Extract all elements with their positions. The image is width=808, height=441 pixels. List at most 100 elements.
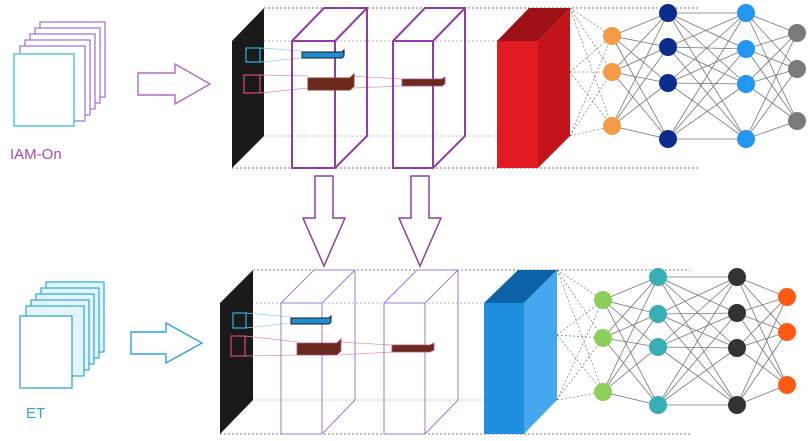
top-layer-1-node [603,63,621,81]
bottom-layer-3-node [728,339,746,357]
edge [602,276,659,301]
edge [667,83,747,140]
top-network-edges [569,7,798,140]
bottom-layer-2-node [649,338,667,356]
top-feature-cyan-1 [301,48,345,59]
bottom-layer-2-node [649,268,667,286]
edge [569,125,613,137]
edge [602,276,659,393]
top-layer-2-node [659,4,677,22]
edge [611,12,669,73]
bottom-layer-4-node [778,323,796,341]
edge [745,32,798,85]
edge [667,12,747,140]
top-layer-4-node [788,60,806,78]
bottom-dense-block [484,270,557,434]
edge [736,347,788,386]
top-network-nodes [603,4,806,148]
edge [611,46,669,73]
edge [569,7,613,127]
edge [611,46,669,127]
edge [667,48,747,84]
edge [611,35,669,140]
edge [667,12,747,48]
edge [602,346,659,393]
edge [556,337,604,401]
bottom-layer-2-node [649,396,667,414]
edge [736,276,788,333]
edge [736,312,788,386]
edge [667,46,747,85]
bottom-conv-block-1 [280,269,356,435]
bottom-layer-4-node [778,376,796,394]
edge [611,71,669,140]
bottom-layer-2-node [649,305,667,323]
edge [745,12,798,34]
edge [556,334,604,393]
bottom-feature-brown-1 [296,338,342,356]
top-layer-2-node [659,74,677,92]
top-document-stack-icon [13,21,106,127]
edge [657,347,738,406]
top-layer-1-node [603,117,621,135]
edge [657,313,738,349]
edge [745,48,798,122]
edge [657,346,738,406]
bottom-dataset-label: ET [26,405,46,422]
edge [657,312,738,315]
edge [611,12,669,127]
edge [745,32,798,140]
bottom-feature-cyan-1 [290,314,332,325]
edge [657,276,738,348]
top-layer-3-node [737,40,755,58]
edge [657,312,738,406]
edge [745,68,798,140]
edge [602,276,659,339]
edge [602,313,659,393]
edge [657,312,738,348]
top-layer-4-node [788,112,806,130]
top-dataset-label: IAM-On [10,146,62,163]
top-layer-3-node [737,4,755,22]
edge [611,71,669,84]
edge [602,313,659,339]
top-layer-3-node [737,75,755,93]
bottom-layer-4-node [778,288,796,306]
transfer-arrow-1 [301,175,347,268]
top-dense-block [497,8,570,168]
bottom-layer-3-node [728,304,746,322]
top-layer-3-node [737,130,755,148]
bottom-input-slab [220,270,253,434]
transfer-arrow-2 [397,175,443,268]
edge [602,299,659,348]
edge [667,82,747,140]
bottom-layer-1-node [594,291,612,309]
top-input-slab [232,8,264,168]
top-conv-block-2 [392,7,466,169]
top-filter-cyan [245,47,261,63]
top-feature-brown-1 [307,72,355,91]
edge [657,276,738,314]
bottom-network-nodes [594,268,796,414]
edge [602,337,659,406]
edge [556,299,604,336]
edge [556,269,604,301]
edge [736,276,788,386]
edge [611,12,669,37]
bottom-layer-3-node [728,268,746,286]
bottom-layer-1-node [594,329,612,347]
bottom-filter-cyan [232,312,247,329]
bottom-layer-1-node [594,383,612,401]
top-conv-block-1 [291,7,368,169]
edge [667,82,747,85]
bottom-network-edges [556,269,788,406]
bottom-feature-brown-2 [391,342,435,353]
top-layer-4-node [788,24,806,42]
edge [569,35,613,73]
top-layer-1-node [603,27,621,45]
edge [667,12,747,50]
edge [611,82,669,127]
edge [602,337,659,348]
top-feature-brown-2 [401,76,446,87]
bottom-filter-pink [230,335,246,357]
